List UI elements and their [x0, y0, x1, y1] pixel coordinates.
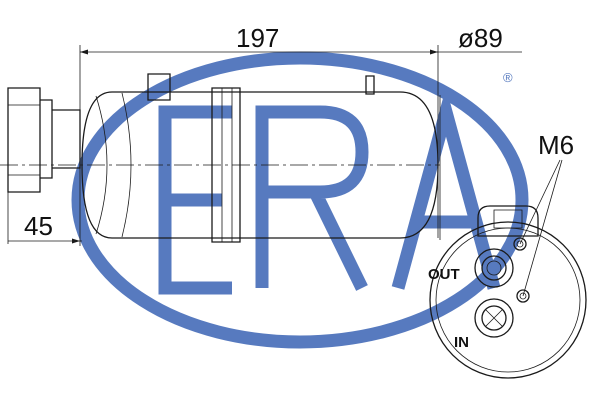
inlet-port-label: IN	[454, 334, 469, 351]
brand-watermark: ®	[71, 51, 529, 349]
watermark-letter-a	[391, 87, 501, 290]
diameter-dimension: ø89	[430, 23, 522, 240]
thread-callout: M6	[519, 130, 574, 297]
watermark-letter-r	[255, 105, 369, 291]
fitting-dimension-value: 45	[24, 211, 53, 241]
length-dimension-value: 197	[236, 23, 279, 53]
fitting-dimension: 45	[7, 188, 82, 246]
length-dimension: 197	[79, 23, 439, 238]
thread-callout-label: M6	[538, 130, 574, 160]
registered-mark: ®	[503, 70, 513, 85]
diameter-dimension-value: ø89	[458, 23, 503, 53]
drier-side-view	[0, 73, 440, 243]
drier-top-view: OUT IN	[428, 205, 587, 379]
outlet-port-label: OUT	[428, 266, 460, 283]
watermark-oval-outer	[71, 51, 529, 349]
